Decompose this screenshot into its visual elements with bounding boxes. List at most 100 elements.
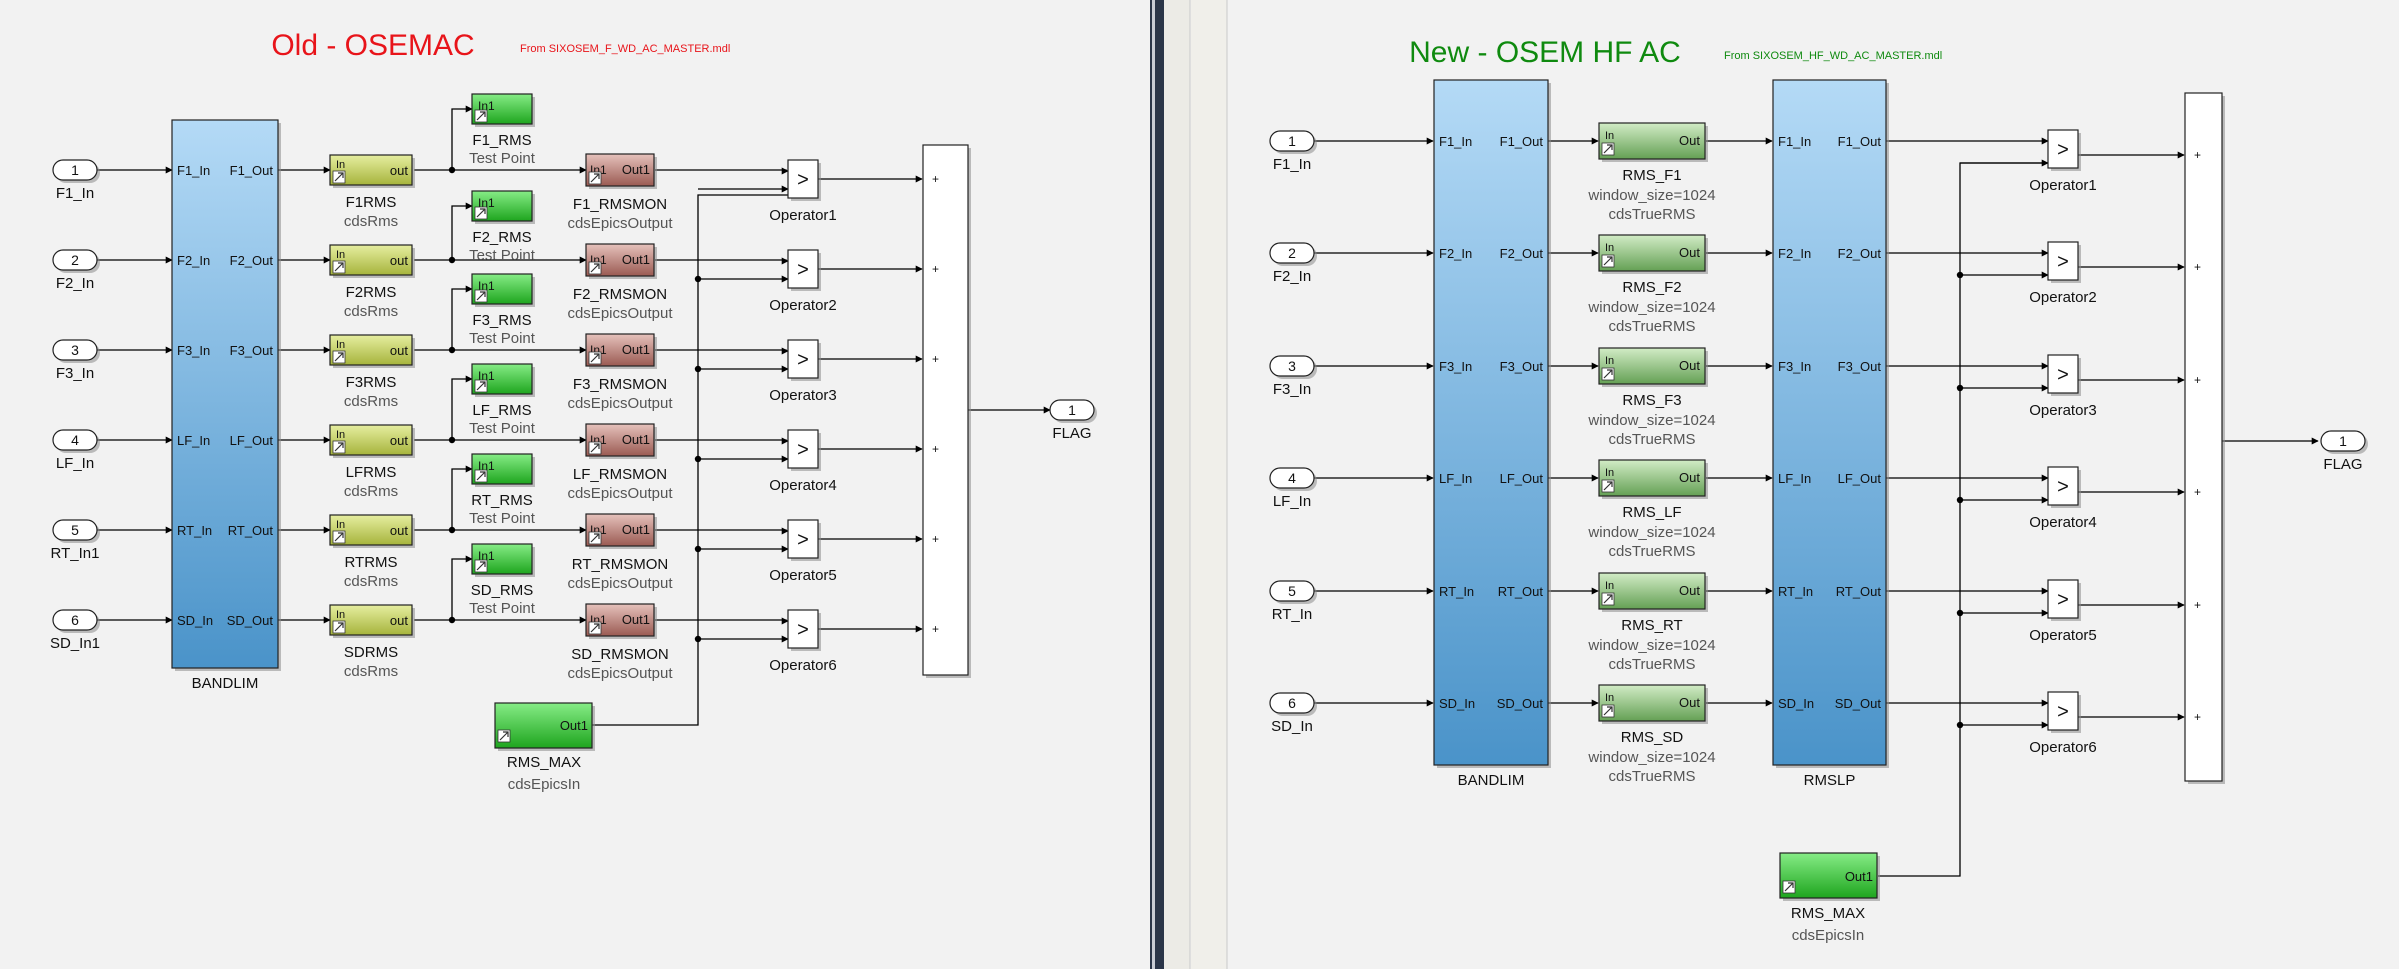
new-truerms-param-5: window_size=1024 [1587,637,1715,654]
old-inport-2-label: F2_In [56,275,94,292]
new-inport-3[interactable] [1269,355,1315,377]
old-inport-3[interactable] [52,339,98,361]
link-icon-arrow [590,443,600,453]
new-operator-5[interactable] [2047,579,2079,619]
old-testpoint-block-4[interactable] [471,363,533,395]
old-operator-2[interactable] [787,249,819,289]
new-bandlim-block-out-port-4: RT_Out [1498,584,1544,599]
new-operator-3[interactable] [2047,354,2079,394]
old-operator-4[interactable] [787,429,819,469]
new-truerms-block-5[interactable] [1598,572,1706,610]
new-operator-4[interactable] [2047,466,2079,506]
new-truerms-block-3[interactable] [1598,347,1706,385]
old-rms-max-bus[interactable] [592,194,788,726]
new-operator-2[interactable] [2047,241,2079,281]
old-inport-2[interactable] [52,249,98,271]
new-truerms-block-4[interactable] [1598,459,1706,497]
new-inport-1[interactable] [1269,130,1315,152]
new-operator-1[interactable] [2047,129,2079,169]
old-branch-tp-4[interactable] [451,375,473,440]
link-icon-arrow [1603,369,1613,379]
new-bandlim-block[interactable] [1433,79,1549,766]
old-rms-in-6: In [336,609,345,621]
old-rms-label-4: LFRMS [346,464,397,481]
new-sum-block[interactable] [2184,92,2223,782]
old-inport-1[interactable] [52,159,98,181]
new-truerms-block-6[interactable] [1598,684,1706,722]
new-inport-5[interactable] [1269,580,1315,602]
new-bandlim-block-label: BANDLIM [1458,772,1525,789]
old-inport-6[interactable] [52,609,98,631]
old-mon-to-op-5[interactable] [655,527,789,535]
new-operator-6[interactable] [2047,691,2079,731]
new-rmslp-block-out-port-5: SD_Out [1835,696,1882,711]
new-rms-max-bus[interactable] [1878,162,2048,877]
signal-lines [97,105,2319,877]
old-tp-label-3: F3_RMS [472,312,531,329]
old-inport-5[interactable] [52,519,98,541]
old-rmsmon-type-1: cdsEpicsOutput [567,215,673,232]
old-rms-type-6: cdsRms [344,663,398,680]
old-rms-max-label: RMS_MAX [507,754,581,771]
new-truerms-port-6: Out [1679,695,1700,710]
old-branch-tp-6[interactable] [451,555,473,620]
old-operator-1[interactable] [787,159,819,199]
new-truerms-in-5: In [1605,580,1614,592]
new-rms-max-label: RMS_MAX [1791,905,1865,922]
old-sum-block[interactable] [922,144,969,676]
old-bandlim-block-out-port-2: F3_Out [230,343,274,358]
new-flag-outport[interactable] [2320,430,2366,452]
new-inport-4-number: 4 [1288,470,1296,486]
old-operator-5[interactable] [787,519,819,559]
link-icon-arrow [476,381,486,391]
old-operator-6[interactable] [787,609,819,649]
old-rmsmon-block-1[interactable] [585,153,655,187]
old-bandlim-block-in-port-0: F1_In [177,163,210,178]
old-rmsmon-type-6: cdsEpicsOutput [567,665,673,682]
new-operator-3-label: Operator3 [2029,402,2097,419]
link-icon-arrow [590,353,600,363]
link-icon-arrow [1603,594,1613,604]
old-inport-6-label: SD_In1 [50,635,100,652]
old-tp-port-3: In1 [478,279,495,293]
old-inport-4[interactable] [52,429,98,451]
old-operator-3[interactable] [787,339,819,379]
new-operator-5-label: Operator5 [2029,627,2097,644]
old-rms-port-1: out [390,163,408,178]
new-rmslp-block[interactable] [1772,79,1887,766]
old-inport-1-label: F1_In [56,185,94,202]
old-branch-tp-5[interactable] [451,465,473,530]
link-icon-arrow [334,352,344,362]
new-truerms-in-3: In [1605,355,1614,367]
new-bandlim-block-in-port-0: F1_In [1439,134,1472,149]
old-mon-to-op-6[interactable] [655,617,789,625]
new-inport-6[interactable] [1269,692,1315,714]
link-icon-arrow [476,471,486,481]
old-bandlim-block[interactable] [171,119,279,669]
old-rms-port-5: out [390,523,408,538]
old-tp-port-2: In1 [478,196,495,210]
new-truerms-port-2: Out [1679,245,1700,260]
new-rmslp-block-in-port-1: F2_In [1778,246,1811,261]
new-truerms-block-1[interactable] [1598,122,1706,160]
old-bandlim-block-in-port-5: SD_In [177,613,213,628]
new-inport-2[interactable] [1269,242,1315,264]
old-mon-to-op-1[interactable] [655,167,789,175]
new-rms-max-block[interactable] [1779,852,1878,899]
new-truerms-in-1: In [1605,130,1614,142]
old-branch-tp-1[interactable] [451,105,473,170]
old-mon-to-op-3[interactable] [655,347,789,355]
new-truerms-block-2[interactable] [1598,234,1706,272]
old-operator-2-symbol: > [797,259,809,281]
old-mon-to-op-4[interactable] [655,437,789,445]
old-mon-to-op-2[interactable] [655,257,789,265]
library-link-icon [332,530,346,544]
new-inport-4[interactable] [1269,467,1315,489]
link-icon-arrow [499,731,509,741]
old-flag-outport[interactable] [1049,399,1095,421]
old-rms-max-block[interactable] [494,702,593,749]
old-branch-tp-3[interactable] [451,285,473,350]
new-operator-1-symbol: > [2057,139,2069,161]
old-branch-tp-2[interactable] [451,202,473,260]
link-icon-arrow [476,208,486,218]
